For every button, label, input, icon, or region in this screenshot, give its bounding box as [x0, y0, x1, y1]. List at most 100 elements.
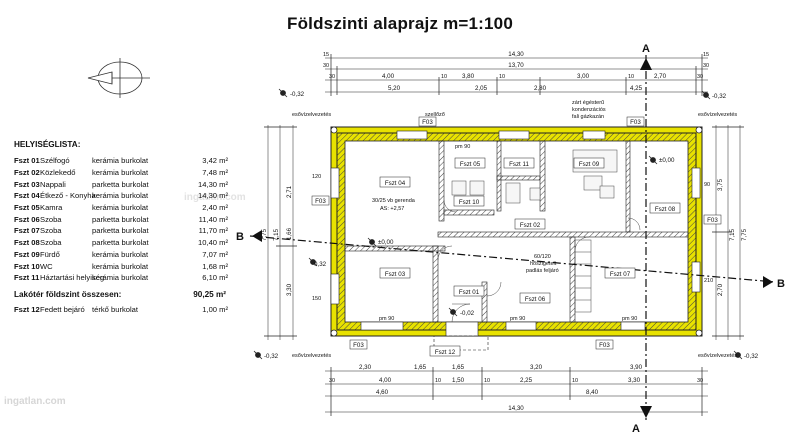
window-label-2: pm 90: [510, 316, 525, 322]
room-code: Fszt 06: [14, 214, 40, 224]
level-terrain-entry: -0,32: [312, 261, 327, 268]
dim-top-3-g: 10: [628, 74, 634, 80]
section-mark-b-right: B: [777, 278, 785, 290]
level-terrain-br: -0,32: [744, 353, 759, 360]
room-finish: parketta burkolat: [92, 179, 149, 189]
room-row-extra: Fszt 12 Fedett bejáró térkő burkolat 1,0…: [14, 304, 229, 316]
room-name: Szoba: [40, 238, 62, 248]
dim-right-2: 7,15: [729, 228, 736, 241]
dim-bottom-2-a: 30: [329, 378, 335, 384]
section-mark-a-top: A: [642, 43, 650, 55]
dim-top-2-b: 13,70: [508, 62, 524, 69]
room-area: 14,30 m²: [198, 179, 228, 189]
room-code: Fszt 07: [14, 226, 40, 236]
dim-bottom-4-a: 14,30: [508, 405, 524, 412]
window-label-4: pm 90: [455, 144, 470, 150]
level-marker-icons: [253, 88, 743, 360]
section-mark-b-left: B: [236, 231, 244, 243]
rain-gutter-icons: [330, 126, 703, 337]
dim-left-1: 7,75: [261, 228, 268, 241]
note-szellozo: szellőző: [425, 112, 445, 118]
facade-tag-top-right: F03: [630, 119, 641, 126]
dim-top-3-i: 30: [697, 74, 703, 80]
room-name: Szélfogó: [40, 156, 70, 166]
dim-right-4: 2,70: [717, 283, 724, 296]
dim-top-4-a: 5,20: [388, 85, 401, 92]
dim-bottom-2-h: 3,30: [628, 377, 641, 384]
note-kazan-2: kondenzációs: [572, 107, 606, 113]
interior: [344, 140, 689, 323]
room-finish: parketta burkolat: [92, 214, 149, 224]
level-floor-room8: ±0,00: [659, 157, 675, 164]
section-lines: [249, 55, 776, 420]
room-area: 11,70 m²: [198, 226, 228, 236]
dim-top-3-b: 4,00: [382, 73, 395, 80]
room-finish: kerámia burkolat: [92, 203, 149, 213]
note-esoviz-tr: esővízelvezetés: [698, 112, 737, 118]
dim-bottom-1-c: 1,65: [452, 364, 465, 371]
dim-bottom-2-f: 2,25: [520, 377, 533, 384]
dim-bottom-1-d: 3,20: [530, 364, 543, 371]
room-tag-r08: Fszt 08: [655, 206, 676, 213]
section-mark-a-bottom: A: [632, 423, 640, 435]
dim-top-1-a: 15: [323, 52, 329, 58]
dim-top-3-c: 10: [441, 74, 447, 80]
room-tag-r01: Fszt 01: [459, 289, 480, 296]
note-kazan-3: fali gázkazán: [572, 114, 604, 120]
opening-label-4: 210: [704, 278, 713, 284]
windows: [330, 130, 701, 331]
room-tag-r02: Fszt 02: [520, 222, 541, 229]
room-tag-r03: Fszt 03: [385, 271, 406, 278]
dimension-lines: [267, 57, 741, 413]
room-finish: térkő burkolat: [92, 304, 139, 314]
dim-left-2: 7,15: [273, 228, 280, 241]
opening-label-1: 120: [312, 174, 321, 180]
room-name: Szoba: [40, 226, 62, 236]
covered-porch: [433, 335, 489, 351]
room-tag-r12: Fszt 12: [435, 349, 456, 356]
room-name: Háztartási helyiség: [40, 273, 105, 283]
room-area: 11,40 m²: [198, 214, 228, 224]
facade-tag-top-left: F03: [422, 119, 433, 126]
facade-tag-bottom-left: F03: [353, 342, 364, 349]
room-tag-r07: Fszt 07: [610, 271, 631, 278]
room-finish: kerámia burkolat: [92, 191, 149, 201]
note-padlas-3: padlás feljáró: [526, 268, 559, 274]
dim-right-1: 7,75: [741, 228, 748, 241]
dim-top-3-a: 30: [329, 74, 335, 80]
dim-bottom-1-a: 2,30: [359, 364, 372, 371]
note-kazan-1: zárt égésterű: [572, 100, 604, 106]
level-entry: -0,02: [460, 310, 475, 317]
room-tag-r10: Fszt 10: [459, 199, 480, 206]
room-area: 1,68 m²: [202, 261, 228, 271]
room-finish: parketta burkolat: [92, 238, 149, 248]
facade-tag-left: F03: [315, 198, 326, 205]
dim-top-3-e: 10: [499, 74, 505, 80]
room-code: Fszt 10: [14, 261, 40, 271]
room-area: 1,00 m²: [202, 304, 228, 314]
level-floor-living: ±0,00: [378, 239, 394, 246]
dim-bottom-3-b: 8,40: [586, 389, 599, 396]
dim-bottom-2-e: 10: [484, 378, 490, 384]
dim-left-4: 1,66: [286, 227, 293, 240]
note-padlas-2: hőszigetelt: [530, 261, 557, 267]
note-padlas-1: 60/120: [534, 254, 551, 260]
dim-top-3-f: 3,00: [577, 73, 590, 80]
room-code: Fszt 08: [14, 238, 40, 248]
room-total-value: 90,25 m²: [193, 289, 226, 299]
door-swings: [437, 199, 641, 323]
room-name: Fürdő: [40, 249, 60, 259]
dim-bottom-2-b: 4,00: [379, 377, 392, 384]
dim-bottom-2-d: 1,50: [452, 377, 465, 384]
dim-bottom-1-e: 3,90: [630, 364, 643, 371]
opening-label-2: 150: [312, 296, 321, 302]
room-code: Fszt 12: [14, 304, 40, 314]
